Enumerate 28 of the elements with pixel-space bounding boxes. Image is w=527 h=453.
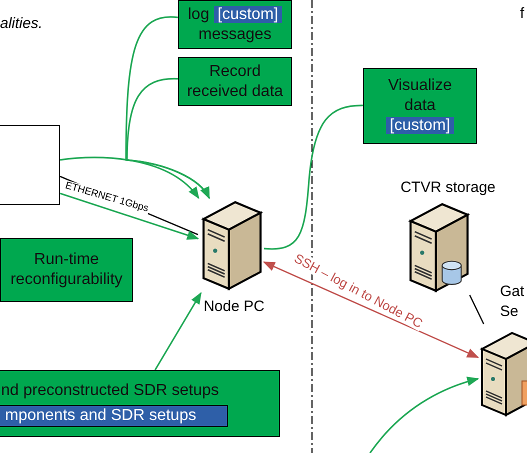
- box-text: messages: [198, 26, 272, 42]
- arrow: [60, 156, 200, 199]
- arrow: [262, 262, 480, 358]
- connector-line: [264, 104, 364, 250]
- box-text: Visualize data: [388, 77, 452, 114]
- highlight-tag: [custom]: [386, 117, 454, 134]
- server-label: CTVR storage: [399, 178, 497, 198]
- arrow: [369, 376, 480, 453]
- box-text: nd preconstructed SDR setups: [0, 382, 219, 398]
- process-box: [0, 370, 280, 437]
- highlight-tag: mponents and SDR setups: [0, 404, 228, 426]
- connector-line: [469, 294, 484, 324]
- arrow: [126, 78, 210, 200]
- process-box: [0, 238, 133, 302]
- arrow: [60, 192, 200, 240]
- box-text: Record received data: [186, 62, 284, 100]
- box-text: log: [188, 6, 210, 22]
- process-box: [363, 68, 477, 144]
- server-label: Node PC: [202, 297, 266, 317]
- box-text: Run-time reconfigurability: [10, 251, 123, 288]
- process-box: [178, 57, 292, 106]
- arrow: [154, 292, 202, 370]
- process-box: [178, 0, 292, 49]
- highlight-tag: [custom]: [214, 6, 282, 22]
- note-text: f: [520, 5, 524, 22]
- outline-box: [0, 125, 60, 205]
- note-text: alities.: [0, 15, 43, 32]
- server-label: Gat Se: [500, 282, 526, 322]
